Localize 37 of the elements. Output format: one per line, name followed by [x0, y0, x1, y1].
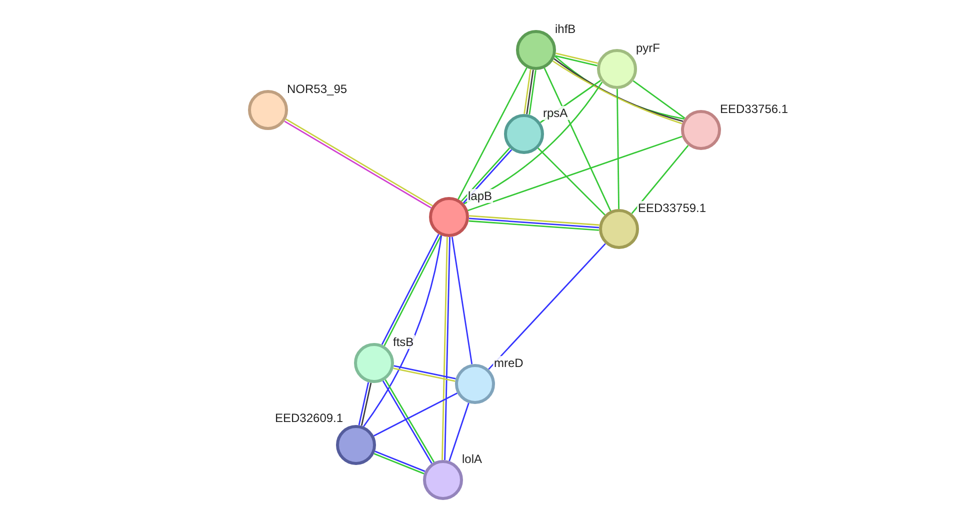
interaction-line	[358, 382, 370, 426]
interaction-line	[363, 235, 442, 427]
node-label: EED33756.1	[719, 102, 790, 116]
node-label: pyrF	[635, 41, 661, 55]
interaction-line	[451, 236, 473, 364]
interaction-line	[544, 68, 612, 212]
interaction-line	[631, 144, 689, 214]
node-label: EED33759.1	[637, 201, 708, 215]
interaction-line	[393, 368, 456, 382]
node-label: lolA	[461, 452, 484, 466]
interaction-line	[442, 236, 448, 460]
interaction-line	[555, 55, 598, 66]
node-label: lapB	[467, 189, 494, 203]
interaction-line	[524, 69, 532, 114]
interaction-line	[632, 80, 686, 119]
interaction-line	[444, 236, 450, 460]
interaction-line	[360, 382, 372, 426]
node-label: NOR53_95	[286, 82, 348, 96]
interaction-line	[448, 402, 470, 462]
interaction-line	[468, 218, 600, 228]
node-label: EED32609.1	[274, 411, 344, 425]
interaction-line	[458, 67, 528, 200]
interaction-line	[394, 365, 456, 380]
node-label: ihfB	[554, 22, 577, 36]
interaction-line	[556, 52, 598, 64]
interaction-line	[488, 243, 606, 370]
interaction-line	[469, 215, 600, 226]
interaction-line	[528, 70, 536, 115]
node-label: ftsB	[392, 335, 415, 349]
interaction-line	[468, 220, 599, 231]
interaction-line	[526, 70, 534, 114]
interaction-line	[538, 148, 606, 216]
node-label: rpsA	[542, 106, 569, 120]
interaction-line	[468, 136, 682, 212]
interaction-line	[616, 89, 620, 209]
interaction-line	[373, 392, 458, 437]
node-label: mreD	[493, 356, 524, 370]
